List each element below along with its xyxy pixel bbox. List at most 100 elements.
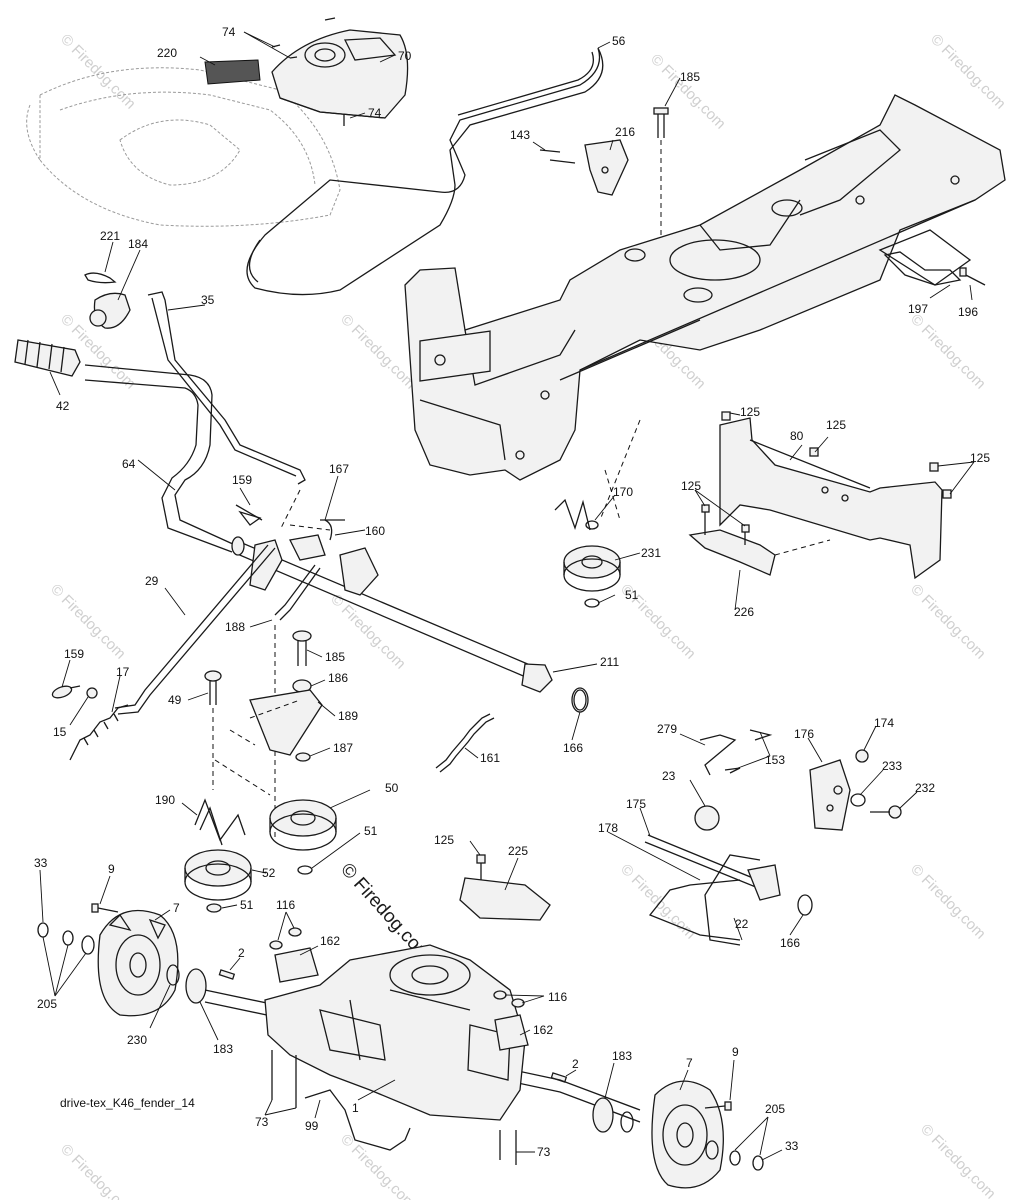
label-70: 70	[398, 49, 412, 63]
label-2: 2	[238, 946, 245, 960]
watermark-text: © Firedog.com	[917, 1121, 999, 1200]
label-52: 52	[262, 866, 276, 880]
shaft	[231, 536, 589, 713]
bearing-183b	[592, 1097, 614, 1133]
label-80: 80	[790, 429, 804, 443]
label-161: 161	[480, 751, 500, 765]
plate-80	[719, 411, 952, 580]
label-162: 162	[533, 1023, 553, 1037]
watermark-text: © Firedog.com	[57, 31, 139, 113]
washer-233	[850, 793, 866, 807]
bracket-226	[688, 504, 831, 576]
label-29: 29	[145, 574, 159, 588]
ring-right	[620, 1111, 634, 1133]
label-74: 74	[222, 25, 236, 39]
fender-outline	[26, 67, 341, 227]
ball-23	[694, 805, 720, 831]
bracket-216	[539, 139, 629, 196]
watermark-text: © Firedog.com	[57, 1141, 139, 1200]
label-205: 205	[765, 1102, 785, 1116]
label-125: 125	[681, 479, 701, 493]
label-183: 183	[612, 1049, 632, 1063]
washers-right	[705, 1140, 764, 1171]
cover-70	[271, 29, 409, 119]
label-33: 33	[34, 856, 48, 870]
label-1: 1	[352, 1101, 359, 1115]
watermark-text: © Firedog.com	[907, 311, 989, 393]
label-205: 205	[37, 997, 57, 1011]
label-125: 125	[826, 418, 846, 432]
label-35: 35	[201, 293, 215, 307]
bracket-176	[809, 759, 851, 831]
linkage-bracket	[235, 504, 379, 596]
label-188: 188	[225, 620, 245, 634]
spring-17	[69, 704, 129, 761]
label-159: 159	[232, 473, 252, 487]
label-166: 166	[780, 936, 800, 950]
label-221: 221	[100, 229, 120, 243]
label-116: 116	[548, 990, 567, 1004]
pulley-50	[269, 799, 337, 851]
label-99: 99	[305, 1119, 319, 1133]
label-125: 125	[434, 833, 454, 847]
watermark-text: © Firedog.com	[927, 31, 1009, 113]
label-176: 176	[794, 727, 814, 741]
label-166: 166	[563, 741, 583, 755]
label-186: 186	[328, 671, 348, 685]
label-189: 189	[338, 709, 358, 723]
key-2b	[550, 1072, 568, 1083]
watermark-text: © Firedog.com	[647, 51, 729, 133]
grip-42	[14, 339, 81, 377]
label-56: 56	[612, 34, 626, 48]
knob-184	[89, 292, 131, 329]
label-9: 9	[732, 1045, 739, 1059]
pulley-52	[184, 849, 252, 901]
label-22: 22	[735, 917, 749, 931]
belt-56	[246, 47, 604, 296]
label-196: 196	[958, 305, 978, 319]
leader-lines	[39, 31, 975, 1161]
label-190: 190	[155, 793, 175, 807]
hub-7-left	[97, 909, 179, 1017]
label-167: 167	[329, 462, 349, 476]
label-9: 9	[108, 862, 115, 876]
label-197: 197	[908, 302, 928, 316]
assembly-lines	[214, 419, 641, 796]
label-51: 51	[364, 824, 378, 838]
label-15: 15	[53, 725, 67, 739]
label-174: 174	[874, 716, 894, 730]
label-73: 73	[537, 1145, 551, 1159]
bracket-197	[883, 251, 986, 286]
label-170: 170	[613, 485, 633, 499]
label-33: 33	[785, 1139, 799, 1153]
label-17: 17	[116, 665, 130, 679]
label-116: 116	[276, 898, 295, 912]
label-231: 231	[641, 546, 661, 560]
pin-221	[84, 272, 117, 284]
label-225: 225	[508, 844, 528, 858]
nut-51c	[206, 903, 222, 913]
watermark-text: © Firedog.com	[907, 581, 989, 663]
ring-230	[166, 964, 180, 986]
label-23: 23	[662, 769, 676, 783]
label-51: 51	[625, 588, 639, 602]
rod-29	[114, 544, 276, 715]
washer-174	[855, 749, 869, 763]
washer-166a	[573, 689, 587, 711]
part-labels: 74 220 70 56 74 185 143 216 221 184 35 4…	[34, 25, 990, 1159]
washers-left	[37, 922, 95, 955]
diagram-caption: drive-tex_K46_fender_14	[60, 1096, 195, 1110]
washer-187	[295, 752, 311, 762]
label-232: 232	[915, 781, 935, 795]
label-185: 185	[325, 650, 345, 664]
idler-190	[194, 798, 246, 846]
label-49: 49	[168, 693, 182, 707]
bolt-232	[870, 805, 902, 819]
label-162: 162	[320, 934, 340, 948]
label-159: 159	[64, 647, 84, 661]
bracket-22	[648, 854, 781, 946]
label-125: 125	[970, 451, 990, 465]
label-143: 143	[510, 128, 530, 142]
bolt-185-mid	[292, 630, 312, 666]
lever-64	[84, 364, 236, 553]
